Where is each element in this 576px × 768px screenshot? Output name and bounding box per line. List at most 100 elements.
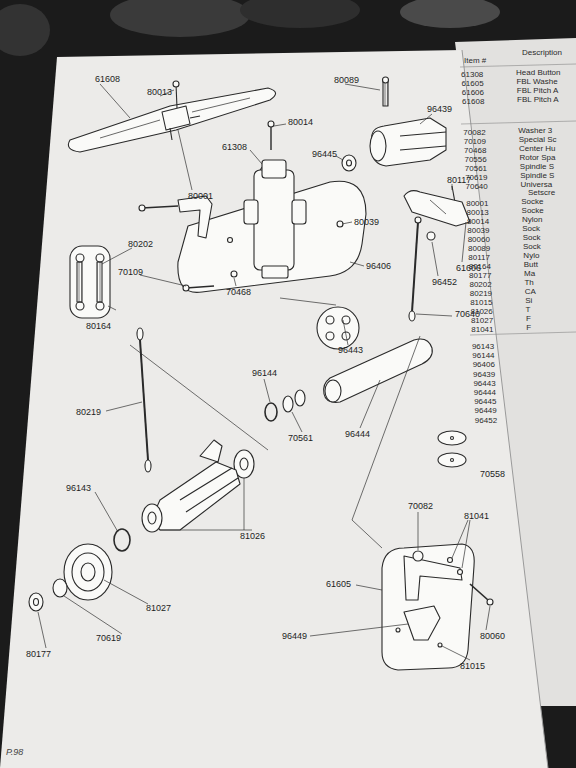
drawing — [96, 254, 104, 262]
drawing — [96, 302, 104, 310]
callout-number: 80013 — [147, 88, 172, 97]
leader-lines — [274, 124, 286, 126]
callout-number: 80164 — [86, 322, 111, 331]
leader-lines — [462, 222, 466, 262]
drawing — [228, 238, 233, 243]
table-cell: 96406 — [473, 361, 495, 369]
drawing — [396, 628, 400, 632]
leader-lines — [244, 478, 245, 530]
table-cell: 80117 — [468, 254, 490, 262]
table-cell: 96452 — [475, 417, 497, 425]
leader-lines — [160, 530, 252, 531]
drawing — [192, 98, 250, 112]
drawing — [430, 200, 446, 214]
table-cell: Universa — [521, 181, 553, 189]
leader-lines — [130, 345, 268, 450]
drawing — [81, 563, 95, 581]
drawing — [400, 132, 446, 136]
callout-number: 96452 — [432, 278, 457, 287]
table-cell: 70619 — [465, 174, 487, 182]
drawing — [383, 77, 389, 83]
leader-lines — [416, 314, 452, 316]
leader-lines — [102, 248, 132, 264]
table-cell: 61608 — [462, 98, 484, 106]
callout-number: 81026 — [240, 532, 265, 541]
drawing — [77, 262, 82, 302]
callout-number: 96449 — [282, 632, 307, 641]
table-cell: Rotor Spa — [519, 154, 555, 162]
drawing — [155, 462, 240, 530]
drawing — [448, 558, 453, 563]
table-cell: 80013 — [467, 209, 489, 217]
drawing — [64, 544, 112, 600]
leader-lines — [418, 512, 419, 550]
callout-number: 70468 — [226, 288, 251, 297]
table-cell: 61606 — [462, 89, 484, 97]
drawing — [262, 266, 288, 278]
leader-lines — [38, 84, 490, 660]
leader-lines — [234, 278, 236, 286]
callout-number: 96144 — [252, 369, 277, 378]
callout-number: 96444 — [345, 430, 370, 439]
callout-number: 96406 — [366, 262, 391, 271]
drawing — [114, 529, 130, 551]
leader-lines — [350, 262, 364, 266]
drawing — [325, 380, 341, 402]
drawing — [404, 606, 440, 640]
drawing — [76, 254, 84, 262]
drawing — [137, 328, 143, 340]
drawing — [347, 160, 352, 166]
table-cell: FBL Washe — [516, 78, 557, 86]
table-cell: 80202 — [469, 281, 491, 289]
desk-background — [240, 0, 360, 28]
table-cell: 70561 — [465, 165, 487, 173]
drawing — [170, 128, 172, 140]
drawing — [400, 146, 446, 150]
table-cell: Si — [525, 297, 532, 305]
table-cell: 80001 — [466, 200, 488, 208]
table-cell: FBL Pitch A — [517, 87, 559, 95]
desk-background — [0, 4, 50, 56]
callout-number: 80014 — [288, 118, 313, 127]
table-rules — [461, 121, 576, 124]
table-cell: F — [526, 324, 531, 332]
table-cell: Socke — [521, 198, 543, 206]
leader-lines — [100, 84, 130, 118]
table-cell: 80164 — [469, 263, 491, 271]
table-cell: 96445 — [474, 398, 496, 406]
callout-number: 70558 — [480, 470, 505, 479]
callout-number: 70082 — [408, 502, 433, 511]
drawing — [200, 440, 222, 462]
leader-lines — [486, 606, 490, 630]
drawing — [268, 121, 274, 127]
drawing — [415, 217, 421, 223]
drawing — [139, 205, 145, 211]
left-page — [0, 50, 548, 768]
callout-number: 96443 — [338, 346, 363, 355]
callout-number: 96143 — [66, 484, 91, 493]
callout-number: 80177 — [26, 650, 51, 659]
drawing — [162, 106, 190, 130]
callout-number: 80202 — [128, 240, 153, 249]
leader-lines — [104, 580, 148, 604]
drawing — [438, 431, 466, 445]
leader-lines — [140, 275, 186, 286]
callout-number: 80089 — [334, 76, 359, 85]
leader-lines — [264, 379, 270, 402]
callout-number: 80060 — [480, 632, 505, 641]
callout-number: 80039 — [354, 218, 379, 227]
table-cell: Description — [522, 49, 562, 57]
desk-background — [110, 0, 250, 37]
table-cell: 80060 — [468, 236, 490, 244]
table-cell: Washer 3 — [518, 127, 552, 135]
drawing — [70, 246, 110, 318]
table-cell: Item # — [464, 57, 486, 65]
drawing — [438, 453, 466, 467]
drawing — [412, 222, 418, 312]
table-cell: Center Hu — [519, 145, 555, 153]
leader-lines — [336, 156, 343, 160]
drawing — [142, 504, 162, 532]
drawing — [342, 155, 356, 171]
drawing — [451, 437, 454, 440]
